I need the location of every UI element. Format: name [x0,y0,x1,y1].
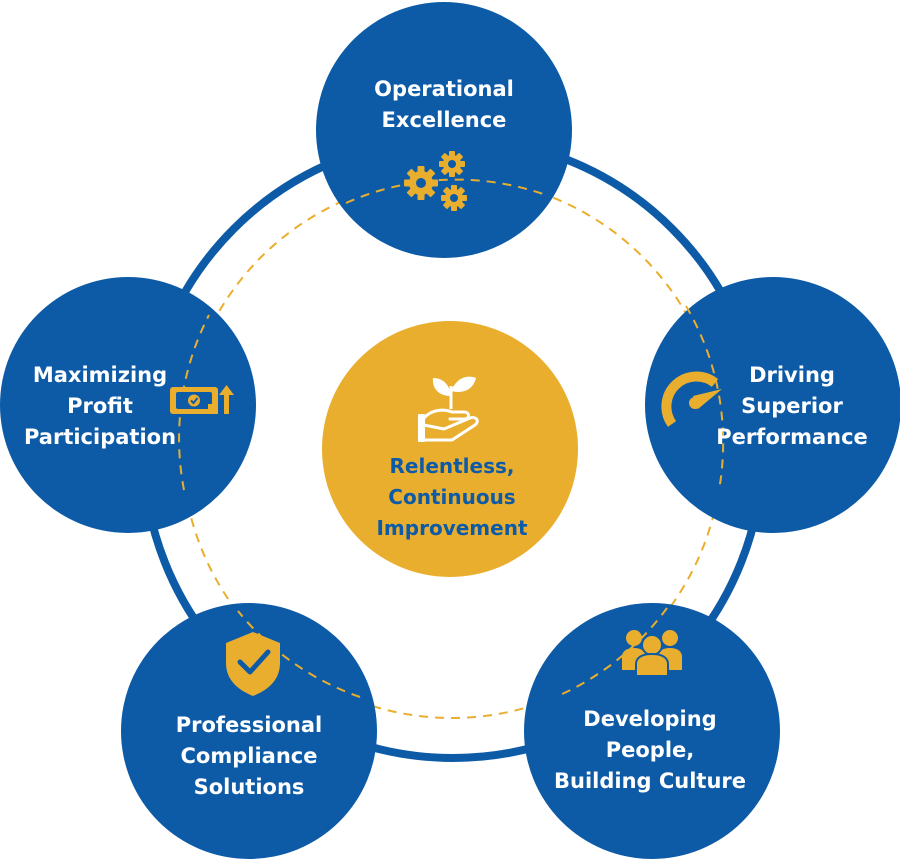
center-label: Relentless, Continuous Improvement [376,451,527,544]
node-label-professional-compliance: Professional Compliance Solutions [176,710,323,803]
node-label-line: Compliance [180,744,318,768]
node-circle-developing-people [524,603,780,859]
node-label-line: Professional [175,713,323,737]
plant-in-hand-icon [418,376,479,442]
center-circle [322,321,578,577]
node-label-maximizing-profit: Maximizing Profit Participation [24,360,176,453]
speedometer-icon [661,371,722,427]
center-label-line-1: Relentless, [389,454,515,478]
node-circle-professional-compliance [121,603,377,859]
node-label-line: Operational [374,77,514,101]
node-label-line: People, [605,738,695,762]
money-growth-icon [170,385,234,414]
node-label-line: Participation [23,425,177,449]
shield-check-icon [226,632,280,696]
node-label-line: Excellence [381,108,507,132]
dashed-arc-right [685,305,725,491]
people-group-icon [622,630,682,677]
node-label-line: Maximizing [32,363,168,387]
gears-icon [404,151,467,211]
node-label-line: Solutions [193,775,305,799]
dashed-arc-bottom-right [559,607,668,696]
node-label-line: Performance [716,425,868,449]
center-label-line-2: Continuous [388,485,516,509]
node-label-operational-excellence: Operational Excellence [374,74,514,136]
node-label-line: Building Culture [553,769,747,793]
node-label-driving-superior-performance: Driving Superior Performance [716,360,868,453]
dashed-arc-top [345,178,547,204]
node-label-line: Profit [67,394,133,418]
dashed-arc-left [178,314,210,491]
node-label-line: Developing [583,707,717,731]
node-label-line: Driving [749,363,835,387]
node-circle-driving-superior-performance [645,277,900,533]
node-circle-operational-excellence [316,2,572,258]
node-circle-maximizing-profit [0,277,256,533]
node-label-line: Superior [741,394,843,418]
center-label-line-3: Improvement [376,516,528,540]
dashed-arc-bottom-left [237,610,361,698]
node-label-developing-people: Developing People, Building Culture [554,704,746,797]
